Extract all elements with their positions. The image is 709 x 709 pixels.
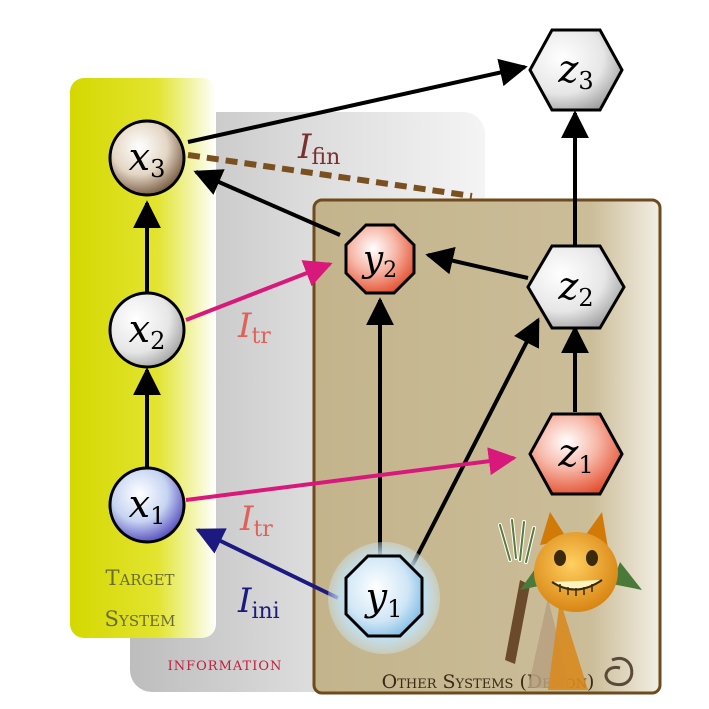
node-z3: z3 <box>528 28 624 112</box>
edge-x3-demon-fin <box>187 152 473 199</box>
target-system-label-line2: System <box>105 607 176 631</box>
edge-z2-y2 <box>425 247 529 280</box>
edge-x1-z1-tr <box>185 447 517 502</box>
node-x1: x1 <box>108 466 186 544</box>
information-label: information <box>168 653 283 675</box>
node-y2: y2 <box>344 223 416 295</box>
svg-text:x2: x2 <box>129 307 166 355</box>
edge-y1-z2 <box>410 317 540 567</box>
svg-text:z3: z3 <box>557 47 593 95</box>
label-i-tr-bottom: Itr <box>239 499 273 542</box>
node-z2: z2 <box>526 244 626 330</box>
node-y1: y1 <box>328 542 440 654</box>
edge-y2-x3 <box>193 169 341 237</box>
svg-text:x3: x3 <box>129 135 166 183</box>
edge-y1-x1-ini <box>195 528 339 600</box>
demon-cat-illustration <box>498 512 642 690</box>
node-z1: z1 <box>528 412 624 496</box>
svg-text:y1: y1 <box>364 575 403 623</box>
target-system-label-line1: Target <box>105 566 174 590</box>
svg-text:z2: z2 <box>557 264 593 312</box>
edge-x2-y2-tr <box>185 260 333 322</box>
label-i-tr-top: Itr <box>237 306 271 349</box>
svg-text:y2: y2 <box>361 239 397 283</box>
node-x3: x3 <box>108 119 186 197</box>
svg-text:z1: z1 <box>557 431 593 479</box>
edge-x3-z3 <box>187 58 528 144</box>
label-i-fin: Ifin <box>297 127 340 170</box>
svg-text:x1: x1 <box>129 482 166 530</box>
label-i-ini: Iini <box>237 581 280 624</box>
node-x2: x2 <box>108 291 186 369</box>
